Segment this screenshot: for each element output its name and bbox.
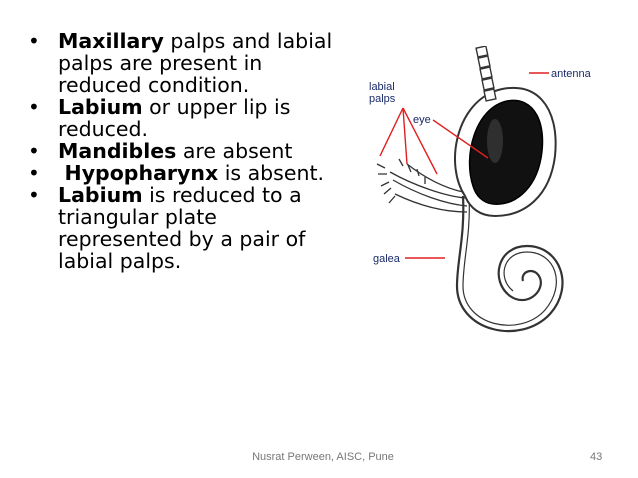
bullet-text: or upper lip is reduced. (58, 95, 291, 141)
galea-spiral (455, 195, 564, 333)
bullet-bold-term: Hypopharynx (64, 161, 219, 185)
bullet-dot: • (28, 183, 40, 207)
bullet-bold-term: Labium (58, 95, 143, 119)
bullet-dot: • (28, 29, 40, 53)
bullet-text: are absent (176, 139, 293, 163)
galea-spiral-inner (462, 195, 557, 326)
eye-highlight (487, 119, 503, 163)
label-galea: galea (373, 253, 401, 265)
insect-mouthparts-diagram: antenna labial palps eye galea (369, 46, 592, 333)
bullet-bold-term: Maxillary (58, 29, 164, 53)
bullet-text: palps and labial palps are present in re… (58, 29, 333, 97)
page-number: 43 (590, 451, 603, 463)
label-labial-line2: palps (369, 93, 396, 105)
compound-eye (468, 99, 544, 205)
bullet-item: • Labium is reduced to a triangular plate… (22, 184, 342, 272)
bullet-text: is absent. (218, 161, 325, 185)
bullet-item: • Labium or upper lip is reduced. (22, 96, 342, 140)
bullet-item: • Maxillary palps and labial palps are pr… (22, 30, 342, 96)
bullet-bold-term: Labium (58, 183, 143, 207)
label-antenna: antenna (551, 68, 592, 80)
bullet-dot: • (28, 139, 40, 163)
bullet-list: • Maxillary palps and labial palps are pr… (22, 30, 342, 272)
bullet-dot: • (28, 95, 40, 119)
bullet-text: is reduced to a triangular plate represe… (58, 183, 306, 273)
footer-author: Nusrat Perween, AISC, Pune (252, 451, 394, 463)
bullet-dot: • (28, 161, 40, 185)
bullet-item: • Hypopharynx is absent. (22, 162, 342, 184)
antenna (475, 46, 497, 102)
bullet-bold-term: Mandibles (58, 139, 177, 163)
labial-palps (376, 158, 468, 213)
label-labial-line1: labial (369, 81, 395, 93)
pointer-lines (379, 72, 549, 259)
label-eye: eye (413, 114, 431, 126)
bullet-item: • Mandibles are absent (22, 140, 342, 162)
